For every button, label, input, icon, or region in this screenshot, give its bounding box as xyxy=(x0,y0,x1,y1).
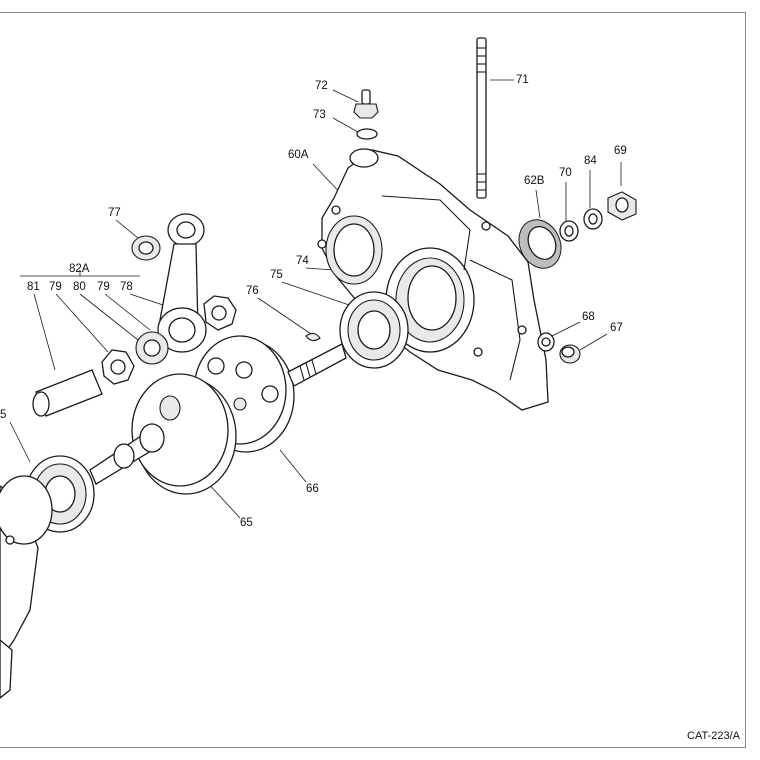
part-62b-oil-seal xyxy=(518,219,562,269)
diagram-frame xyxy=(0,12,746,748)
part-77-needle-bearing xyxy=(131,235,161,261)
label-74: 74 xyxy=(296,255,309,267)
label-67: 67 xyxy=(610,322,623,334)
leader-lines xyxy=(9,79,622,519)
part-76-key xyxy=(305,332,321,342)
label-5: 5 xyxy=(0,409,7,421)
label-71: 71 xyxy=(516,74,529,86)
part-67-plug xyxy=(559,344,581,364)
label-75: 75 xyxy=(270,269,283,281)
label-73: 73 xyxy=(313,109,326,121)
label-70: 70 xyxy=(559,167,572,179)
part-70-washer xyxy=(559,220,579,242)
label-81: 81 xyxy=(27,281,40,293)
label-79-second: 79 xyxy=(97,281,110,293)
part-80-needle-bearing xyxy=(135,331,169,365)
label-80: 80 xyxy=(73,281,86,293)
label-65: 65 xyxy=(240,517,253,529)
part-82a-connecting-rod xyxy=(157,213,207,353)
part-71-stud xyxy=(476,37,487,199)
label-77: 77 xyxy=(108,207,121,219)
part-73-washer xyxy=(356,128,378,140)
part-79-thrust-washer xyxy=(203,295,237,331)
label-76: 76 xyxy=(246,285,259,297)
label-78: 78 xyxy=(120,281,133,293)
label-69: 69 xyxy=(614,145,627,157)
part-79-thrust-washer-2 xyxy=(101,349,135,385)
part-74-bearing xyxy=(339,291,409,369)
part-left-crankcase xyxy=(0,475,53,699)
label-79-first: 79 xyxy=(49,281,62,293)
part-69-nut xyxy=(607,191,637,221)
label-84: 84 xyxy=(584,155,597,167)
label-82a: 82A xyxy=(69,263,90,275)
part-65-flywheel-half xyxy=(89,373,237,495)
part-72-nipple xyxy=(353,89,379,119)
part-84-washer xyxy=(583,208,603,230)
label-72: 72 xyxy=(315,80,328,92)
part-60a-crankcase xyxy=(317,148,549,411)
label-62b: 62B xyxy=(524,175,545,187)
label-60a: 60A xyxy=(288,149,309,161)
part-81-crank-pin xyxy=(32,369,103,417)
part-68-washer xyxy=(537,332,555,352)
label-68: 68 xyxy=(582,311,595,323)
catalog-code: CAT-223/A xyxy=(687,730,740,742)
label-66: 66 xyxy=(306,483,319,495)
